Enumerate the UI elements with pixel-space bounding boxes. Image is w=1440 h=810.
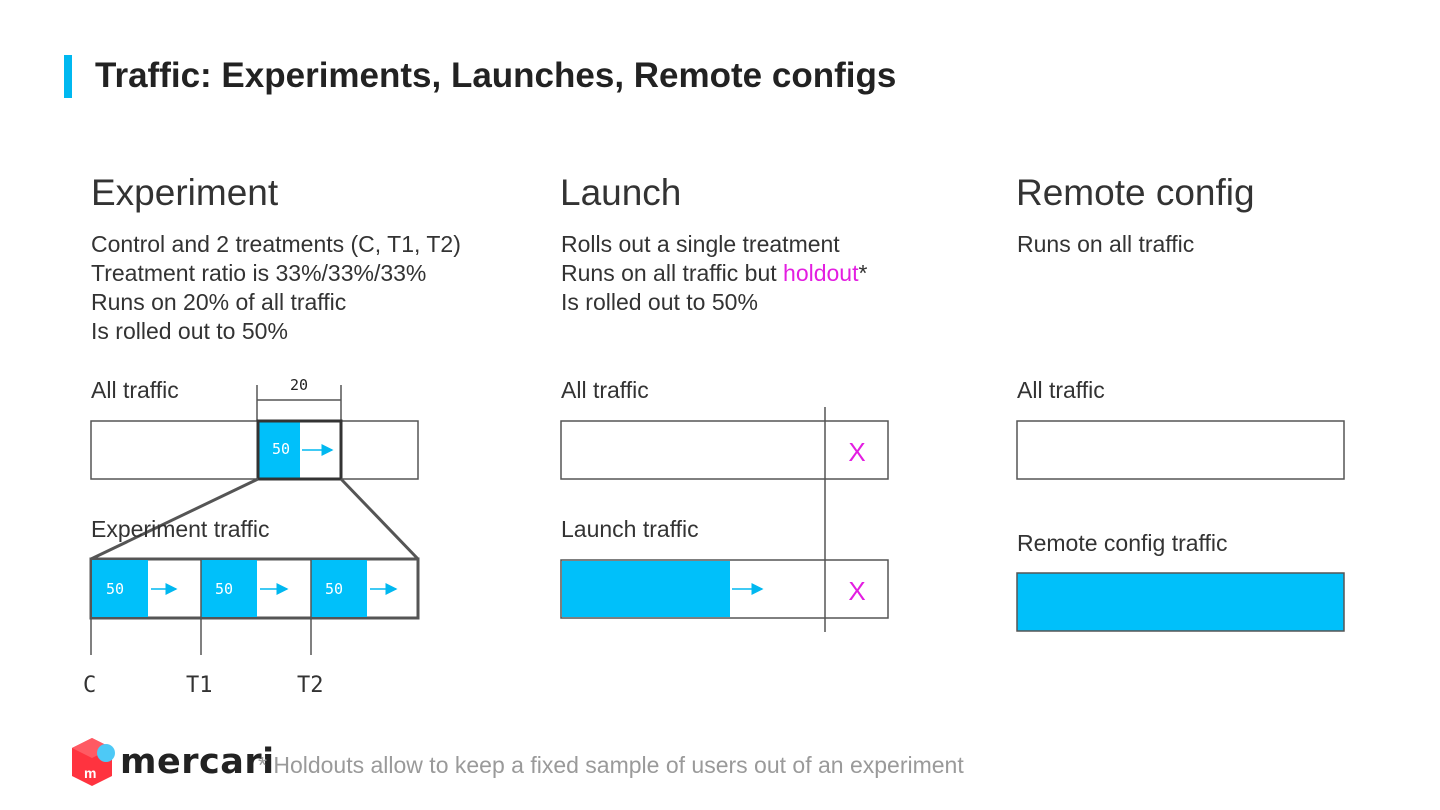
experiment-all-traffic-bar (90, 420, 419, 480)
launch-desc-line: Runs on all traffic but holdout* (561, 259, 867, 288)
segment-t1-fill (201, 560, 257, 617)
launch-heading: Launch (560, 172, 682, 213)
segment-c-value: 50 (106, 580, 124, 598)
holdout-x-mark: X (848, 576, 865, 606)
segment-c-fill (92, 560, 148, 617)
launch-all-traffic-bar (560, 420, 889, 480)
launch-desc-line: Rolls out a single treatment (561, 231, 840, 257)
launch-all-traffic-label: All traffic (561, 377, 649, 403)
experiment-desc-line: Runs on 20% of all traffic (91, 289, 347, 315)
mercari-logo-icon: m (72, 738, 115, 786)
remote-config-all-traffic-bar (1016, 420, 1345, 480)
launch-rollout-fill (562, 561, 730, 617)
segment-t2-fill (311, 560, 367, 617)
svg-text:m: m (84, 765, 96, 781)
experiment-all-traffic-label: All traffic (91, 377, 179, 403)
segment-label-t1: T1 (186, 673, 213, 698)
launch-desc-line: Is rolled out to 50% (561, 289, 758, 315)
experiment-description: Control and 2 treatments (C, T1, T2) Tre… (91, 230, 461, 346)
zoom-line-left (90, 477, 259, 561)
segment-label-t2: T2 (297, 673, 324, 698)
experiment-desc-line: Is rolled out to 50% (91, 318, 288, 344)
launch-description: Rolls out a single treatment Runs on all… (561, 230, 867, 317)
holdout-x-mark: X (848, 437, 865, 467)
title-accent-bar (64, 55, 72, 98)
holdout-footnote: * Holdouts allow to keep a fixed sample … (258, 752, 964, 778)
launch-desc-prefix: Runs on all traffic but (561, 260, 784, 286)
holdout-asterisk: * (858, 260, 868, 286)
slice-rollout-label: 50 (272, 440, 290, 458)
experiment-heading: Experiment (91, 172, 279, 213)
experiment-desc-line: Control and 2 treatments (C, T1, T2) (91, 231, 461, 257)
mercari-logo-text: mercari (120, 742, 275, 782)
segment-t1-value: 50 (215, 580, 233, 598)
remote-config-traffic-bar (1016, 572, 1345, 632)
slice-percent-label: 20 (290, 376, 308, 394)
holdout-highlight: holdout (783, 260, 859, 286)
experiment-slice-box (256, 419, 343, 481)
remote-config-desc-line: Runs on all traffic (1017, 231, 1195, 257)
segment-t2-value: 50 (325, 580, 343, 598)
zoom-line-right (339, 477, 420, 561)
slice-rollout-fill (258, 421, 300, 479)
remote-config-all-traffic-label: All traffic (1017, 377, 1105, 403)
segment-label-c: C (83, 673, 97, 698)
experiment-traffic-label: Experiment traffic (91, 516, 270, 542)
remote-config-traffic-label: Remote config traffic (1017, 530, 1228, 556)
experiment-desc-line: Treatment ratio is 33%/33%/33% (91, 260, 427, 286)
remote-config-heading: Remote config (1016, 172, 1255, 213)
launch-traffic-label: Launch traffic (561, 516, 699, 542)
page-title: Traffic: Experiments, Launches, Remote c… (95, 56, 897, 95)
remote-config-description: Runs on all traffic (1017, 230, 1194, 259)
